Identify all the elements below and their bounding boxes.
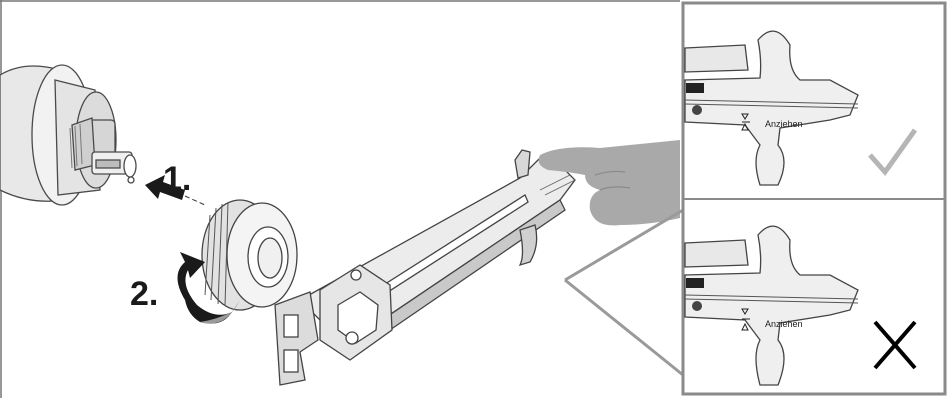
inset-incorrect-gauge-text: Anziehen <box>765 319 803 329</box>
mounting-wrench <box>275 150 575 385</box>
valve-body <box>0 65 136 205</box>
inset-correct-gauge-text: Anziehen <box>765 119 803 129</box>
adapter-ring <box>202 200 297 310</box>
callout-lines <box>565 210 683 375</box>
step1-label: 1. <box>163 160 191 198</box>
step2-label: 2. <box>130 275 158 313</box>
